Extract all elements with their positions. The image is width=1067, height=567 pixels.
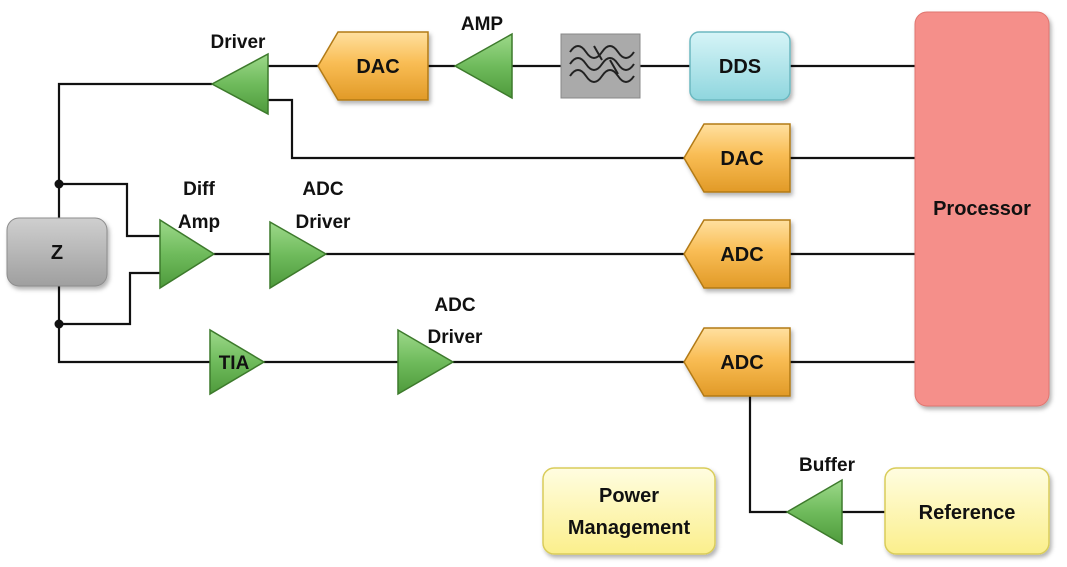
diff-amp-label-line1: Diff — [183, 179, 215, 200]
z-label: Z — [51, 242, 63, 264]
adc-driver-bottom-label-line1: ADC — [434, 295, 475, 316]
adc-mid-block[interactable] — [683, 219, 791, 289]
dac-mid-label: DAC — [720, 148, 763, 170]
processor-label: Processor — [933, 198, 1031, 220]
adc-driver-mid-amplifier-icon[interactable] — [269, 220, 328, 290]
junction-dot-top — [54, 179, 64, 189]
wires — [57, 64, 915, 514]
adc-driver-bottom-label-line2: Driver — [428, 327, 484, 348]
tia-label: TIA — [219, 353, 250, 374]
reference-label: Reference — [919, 502, 1016, 524]
adc-driver-mid-label-line1: ADC — [302, 179, 343, 200]
wire-z-tia — [57, 286, 210, 364]
processor-block[interactable] — [914, 11, 1050, 407]
power-management-block[interactable] — [542, 467, 716, 555]
junction-dot-bottom — [54, 319, 64, 329]
adc-mid-label: ADC — [720, 244, 763, 266]
adc-driver-mid-label-line2: Driver — [296, 212, 352, 233]
amp-label: AMP — [461, 14, 504, 35]
wire-adc-buffer — [748, 396, 787, 514]
dac-top-label: DAC — [356, 56, 399, 78]
wire-z-driver — [57, 82, 212, 218]
wire-driver-dac-mid — [262, 98, 684, 160]
dds-label: DDS — [719, 56, 761, 78]
dds-block[interactable] — [689, 31, 791, 101]
tia-amplifier-icon[interactable] — [209, 328, 266, 396]
low-pass-filter-icon[interactable] — [560, 33, 641, 99]
driver-amplifier-icon[interactable] — [210, 52, 269, 116]
buffer-amplifier-icon[interactable] — [785, 478, 843, 546]
amp-amplifier-icon[interactable] — [453, 32, 513, 100]
buffer-label: Buffer — [799, 455, 856, 476]
diff-amp-label-line2: Amp — [178, 212, 220, 233]
adc-driver-bottom-amplifier-icon[interactable] — [397, 328, 455, 396]
wire-diff-amp-input-top — [59, 182, 160, 238]
power-management-label-line1: Power — [599, 485, 659, 507]
dac-top-block[interactable] — [317, 31, 429, 101]
reference-block[interactable] — [884, 467, 1050, 555]
power-management-label-line2: Management — [568, 517, 691, 539]
diff-amp-amplifier-icon[interactable] — [159, 218, 216, 290]
z-block[interactable] — [6, 217, 108, 287]
wire-diff-amp-input-bottom — [59, 271, 160, 326]
adc-bottom-label: ADC — [720, 352, 763, 374]
dac-mid-block[interactable] — [683, 123, 791, 193]
driver-label: Driver — [211, 32, 267, 53]
adc-bottom-block[interactable] — [683, 327, 791, 397]
